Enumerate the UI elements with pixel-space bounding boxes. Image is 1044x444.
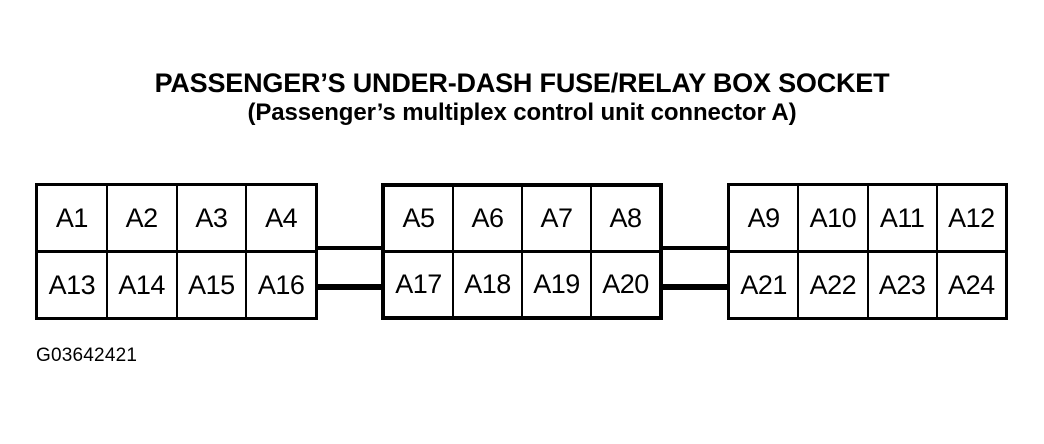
connector-block-left: A1 A2 A3 A4 A13 A14 A15 A16: [35, 183, 318, 320]
connector-row-top: A9 A10 A11 A12: [730, 186, 1005, 253]
title-line-primary: PASSENGER’S UNDER-DASH FUSE/RELAY BOX SO…: [154, 68, 890, 98]
pin-cell: A11: [869, 186, 938, 250]
pin-cell: A21: [730, 253, 800, 317]
pin-cell: A17: [385, 253, 454, 316]
pin-cell: A23: [869, 253, 938, 317]
pin-cell: A15: [178, 253, 248, 317]
connector-row-top: A1 A2 A3 A4: [38, 186, 315, 253]
bridge-line-upper-right-gap: [659, 246, 731, 250]
connector-row-bottom: A13 A14 A15 A16: [38, 253, 315, 317]
pin-cell: A3: [178, 186, 248, 250]
pin-cell: A24: [948, 269, 995, 300]
pin-cell: A16: [257, 269, 305, 300]
pin-cell: A8: [609, 203, 642, 233]
connector-row-bottom: A21 A22 A23 A24: [730, 253, 1005, 317]
pin-cell: A9: [730, 186, 800, 250]
pin-cell: A19: [523, 253, 592, 316]
pin-cell: A10: [799, 186, 869, 250]
pin-cell: A12: [948, 202, 995, 233]
pin-cell: A14: [108, 253, 178, 317]
pin-cell: A18: [454, 253, 523, 316]
pin-cell: A5: [385, 187, 454, 250]
pin-cell: A4: [265, 202, 298, 233]
diagram-title: PASSENGER’S UNDER-DASH FUSE/RELAY BOX SO…: [0, 68, 1044, 127]
bridge-line-upper-left-gap: [314, 246, 386, 250]
bridge-line-lower-left-gap: [314, 284, 386, 290]
pin-cell: A6: [454, 187, 523, 250]
pin-cell: A13: [38, 253, 108, 317]
connector-row-bottom: A17 A18 A19 A20: [385, 253, 659, 316]
connector-block-right: A9 A10 A11 A12 A21 A22 A23 A24: [727, 183, 1008, 320]
connector-row-top: A5 A6 A7 A8: [385, 187, 659, 253]
pin-cell: A22: [799, 253, 869, 317]
pin-cell: A20: [602, 269, 649, 299]
reference-code: G03642421: [36, 345, 138, 366]
title-line-secondary: (Passenger’s multiplex control unit conn…: [247, 99, 797, 126]
pin-cell: A2: [108, 186, 178, 250]
pin-cell: A7: [523, 187, 592, 250]
pin-cell: A1: [38, 186, 108, 250]
bridge-line-lower-right-gap: [659, 284, 731, 290]
connector-block-middle: A5 A6 A7 A8 A17 A18 A19 A20: [381, 183, 663, 320]
